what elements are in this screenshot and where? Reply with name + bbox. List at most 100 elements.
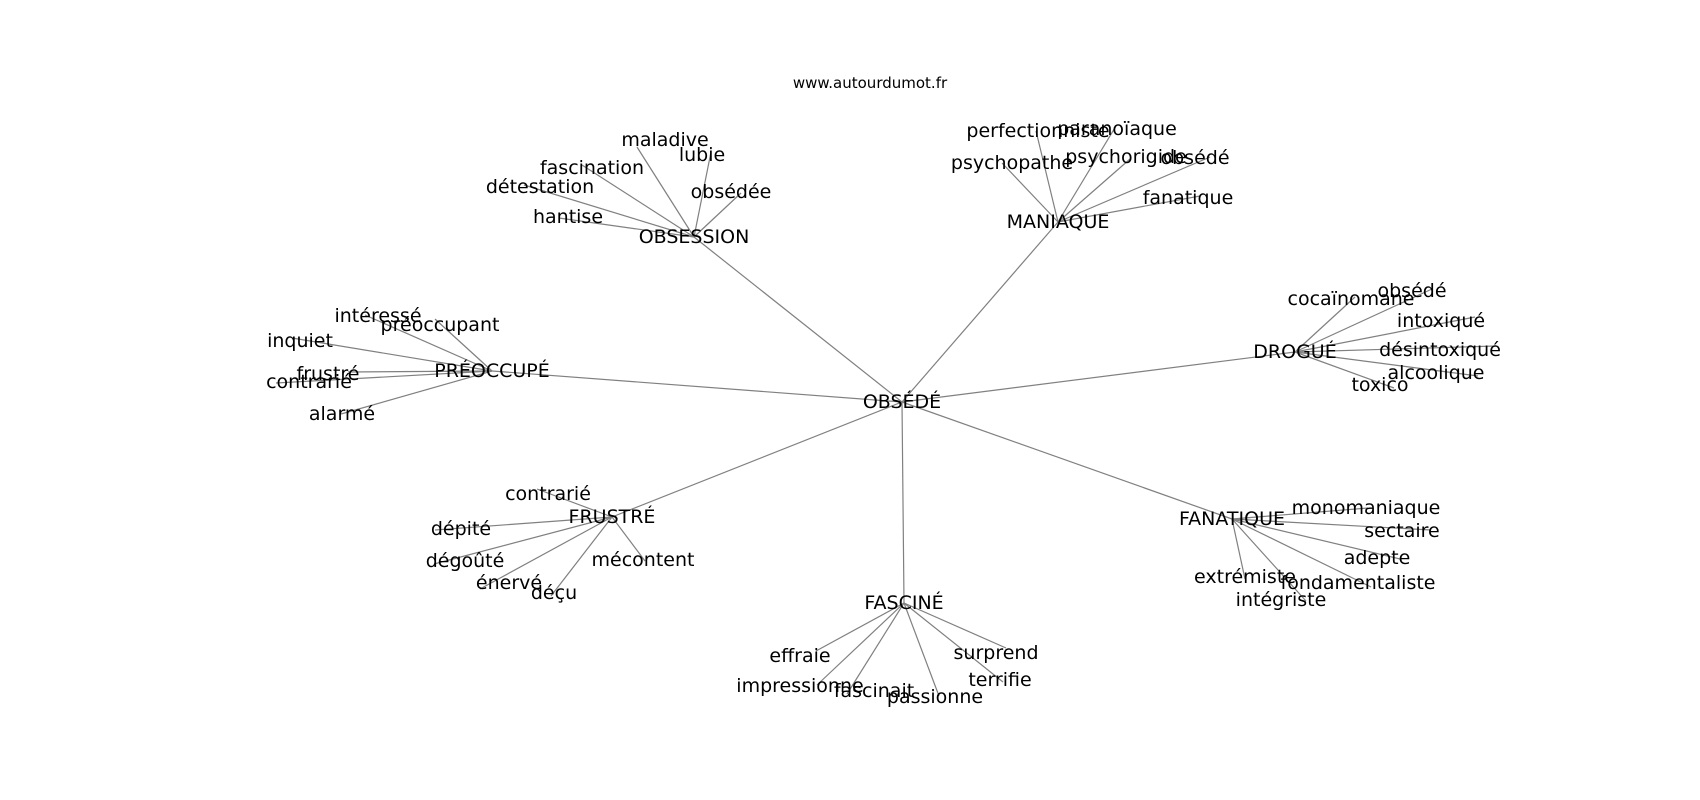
edge-leaf: [291, 337, 493, 372]
leaf-word: frustré: [297, 363, 360, 385]
edge-leaf: [581, 164, 695, 238]
edge-leaf: [636, 146, 695, 238]
leaf-word: psychopathe: [951, 152, 1073, 174]
leaf-word: fanatique: [1143, 187, 1234, 209]
leaf-word: intégriste: [1236, 589, 1327, 611]
edge-leaf: [903, 602, 940, 697]
edge-leaf: [1294, 288, 1433, 353]
edge-center-6: [901, 401, 1233, 520]
edge-leaf: [846, 602, 905, 695]
leaf-word: contrarié: [505, 483, 591, 505]
edge-leaf: [434, 318, 493, 372]
leaf-word: cocaïnomane: [1288, 288, 1415, 310]
edge-leaf: [1231, 518, 1401, 560]
leaf-word: déçu: [531, 582, 577, 604]
leaf-word: passionne: [887, 686, 983, 708]
edge-center-4: [611, 401, 903, 518]
edge-leaf: [275, 370, 493, 384]
edge-leaf: [1294, 316, 1476, 353]
leaf-word: fondamentaliste: [1281, 572, 1436, 594]
leaf-word: adepte: [1344, 547, 1411, 569]
edge-leaf: [1057, 156, 1211, 223]
leaf-word: paranoïaque: [1057, 118, 1177, 140]
edge-leaf: [1231, 518, 1307, 602]
edge-leaf: [1231, 518, 1246, 580]
leaf-word: surprend: [954, 642, 1039, 664]
edge-leaf: [434, 516, 613, 531]
edge-leaf: [1294, 296, 1356, 353]
cluster-node: FRUSTRÉ: [569, 505, 656, 528]
edge-leaf: [523, 184, 695, 238]
edge-leaf: [1231, 518, 1432, 531]
leaf-word: désintoxiqué: [1379, 339, 1501, 361]
edge-leaf: [1035, 130, 1059, 223]
leaf-word: intéressé: [334, 305, 421, 327]
edge-leaf: [1231, 518, 1372, 588]
leaf-word: préoccupant: [381, 314, 500, 336]
leaf-word: obsédé: [1160, 147, 1229, 169]
graph-labels: OBSÉDÉOBSESSIONmaladivelubiefascinationd…: [266, 118, 1501, 708]
edge-leaf: [364, 314, 493, 372]
edge-center-0: [693, 236, 903, 403]
edge-leaf: [550, 516, 613, 597]
leaf-word: intoxiqué: [1397, 310, 1485, 332]
edge-center-2: [901, 351, 1296, 403]
edge-leaf: [433, 516, 613, 565]
leaf-word: toxico: [1351, 374, 1408, 396]
leaf-word: impressionne: [736, 675, 863, 697]
edge-leaf: [903, 602, 1007, 649]
graph-edges: [275, 125, 1497, 697]
edge-leaf: [479, 516, 613, 590]
edge-leaf: [347, 370, 493, 373]
edge-leaf: [815, 602, 905, 652]
leaf-word: perfectionniste: [966, 120, 1109, 142]
cluster-node: OBSESSION: [639, 226, 750, 248]
center-node: OBSÉDÉ: [863, 390, 941, 413]
edge-leaf: [693, 151, 712, 238]
leaf-word: mécontent: [592, 549, 695, 571]
leaf-word: terrifie: [968, 669, 1031, 691]
leaf-word: contrarié: [266, 371, 352, 393]
edge-center-1: [901, 221, 1059, 403]
leaf-word: extrémiste: [1194, 566, 1296, 588]
cluster-node: MANIAQUE: [1007, 211, 1110, 233]
leaf-word: dépité: [431, 518, 491, 540]
leaf-word: alarmé: [309, 403, 375, 425]
edge-leaf: [558, 217, 695, 238]
edge-leaf: [611, 516, 646, 562]
edge-leaf: [1001, 162, 1059, 223]
leaf-word: effraie: [769, 645, 830, 667]
edge-leaf: [1057, 125, 1117, 223]
leaf-word: hantise: [533, 206, 603, 228]
edge-center-5: [901, 401, 905, 604]
cluster-node: FASCINÉ: [864, 591, 943, 614]
edge-leaf: [1057, 195, 1201, 223]
edge-leaf: [693, 192, 742, 238]
leaf-word: fascination: [540, 157, 644, 179]
leaf-word: détestation: [486, 176, 594, 198]
leaf-word: maladive: [621, 129, 708, 151]
source-watermark: www.autourdumot.fr: [793, 74, 948, 92]
leaf-word: lubie: [679, 144, 725, 166]
leaf-word: obsédé: [1377, 280, 1446, 302]
edge-leaf: [816, 602, 905, 686]
cluster-node: DROGUÉ: [1253, 340, 1336, 363]
edge-leaf: [1294, 345, 1497, 353]
leaf-word: obsédée: [691, 181, 772, 203]
edge-center-3: [491, 370, 903, 403]
edge-leaf: [903, 602, 1004, 683]
leaf-word: fascinait: [834, 680, 914, 702]
leaf-word: énervé: [476, 572, 542, 594]
edge-leaf: [1231, 507, 1369, 520]
leaf-word: inquiet: [267, 330, 333, 352]
leaf-word: sectaire: [1364, 520, 1440, 542]
leaf-word: monomaniaque: [1292, 497, 1441, 519]
edge-leaf: [536, 488, 613, 518]
leaf-word: alcoolique: [1388, 362, 1485, 384]
edge-leaf: [1057, 158, 1131, 223]
leaf-word: psychorigide: [1065, 146, 1187, 168]
leaf-word: dégoûté: [426, 550, 505, 572]
cluster-node: FANATIQUE: [1179, 508, 1285, 530]
edge-leaf: [340, 370, 493, 415]
